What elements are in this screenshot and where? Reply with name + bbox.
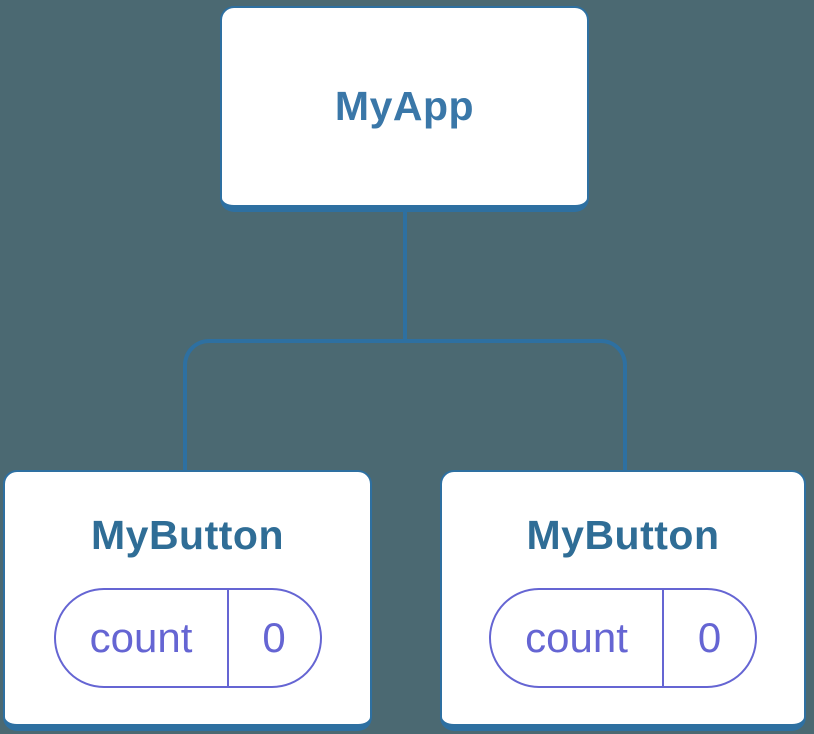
state-key-2: count (491, 590, 664, 687)
component-label-mybutton-2: MyButton (526, 512, 720, 558)
component-node-mybutton-1: MyButton count 0 (3, 470, 372, 731)
component-node-mybutton-2: MyButton count 0 (440, 470, 806, 731)
state-value-2: 0 (697, 614, 722, 662)
connector-stem (403, 210, 407, 343)
connector-bracket (183, 339, 627, 470)
state-key-1: count (56, 590, 229, 687)
component-label-mybutton-1: MyButton (90, 512, 284, 558)
component-label-myapp: MyApp (334, 82, 475, 129)
component-node-myapp: MyApp (220, 6, 589, 212)
state-pill-1: count 0 (53, 588, 322, 689)
state-pill-2: count 0 (489, 588, 757, 689)
state-value-1: 0 (262, 614, 286, 662)
